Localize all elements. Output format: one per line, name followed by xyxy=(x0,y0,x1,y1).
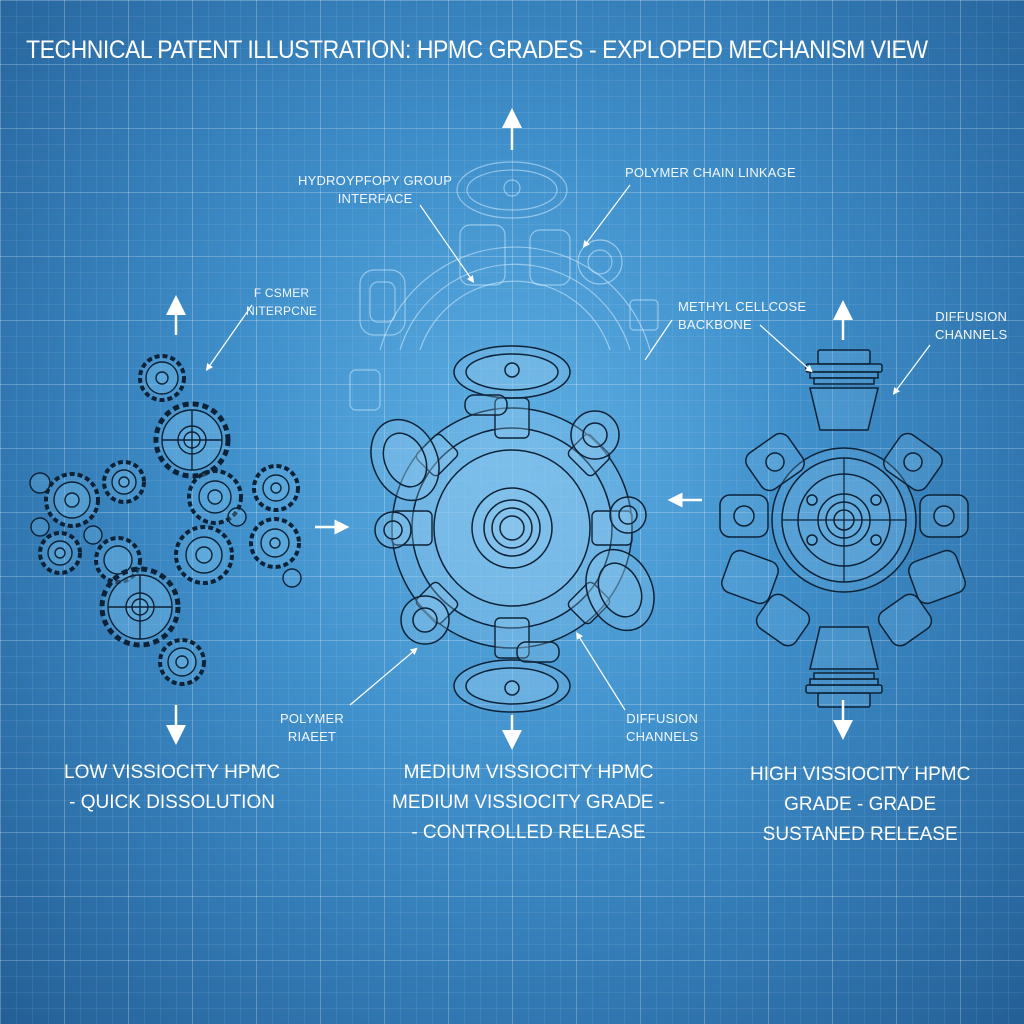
caption-line: SUSTANED RELEASE xyxy=(762,824,958,845)
callout-line: DIFFUSION xyxy=(626,711,699,726)
callout-line: CHANNELS xyxy=(626,729,699,744)
callout-line: HYDROYPFOPY GROUP xyxy=(298,173,453,188)
grade-caption-medium: MEDIUM VISSIOCITY HPMC MEDIUM VISSIOCITY… xyxy=(392,758,665,848)
callout-line: F CSMER xyxy=(253,286,310,300)
callout-line: METHYL CELLCOSE xyxy=(678,299,807,314)
callout-line: BACKBONE xyxy=(678,317,752,332)
radial-mechanism-icon xyxy=(370,345,655,713)
callout-line: DIFFUSION xyxy=(935,309,1008,324)
caption-line: LOW VISSIOCITY HPMC xyxy=(64,762,281,783)
callout-left-top: F CSMER NITERPCNE xyxy=(246,284,317,320)
radial-engine-icon xyxy=(719,349,969,708)
grade-caption-high: HIGH VISSIOCITY HPMC GRADE - GRADE SUSTA… xyxy=(750,760,970,850)
gear-cluster-icon xyxy=(29,354,302,686)
caption-line: MEDIUM VISSIOCITY HPMC xyxy=(403,762,654,783)
callout-line: INTERFACE xyxy=(337,191,413,206)
caption-line: - QUICK DISSOLUTION xyxy=(69,792,275,813)
callout-line: POLYMER xyxy=(280,711,345,726)
page-title: TECHNICAL PATENT ILLUSTRATION: HPMC GRAD… xyxy=(26,36,928,64)
callout-diffusion-bottom: DIFFUSION CHANNELS xyxy=(626,710,698,746)
callout-polymer-bottom: POLYMER RIAEET xyxy=(280,710,344,746)
arrows xyxy=(166,108,853,750)
ghost-mechanism-icon xyxy=(349,161,659,411)
caption-line: HIGH VISSIOCITY HPMC xyxy=(750,764,971,785)
callout-diffusion-right: DIFFUSION CHANNELS xyxy=(935,308,1007,344)
callout-line: NITERPCNE xyxy=(246,304,318,318)
callout-hydroxypropyl: HYDROYPFOPY GROUP INTERFACE xyxy=(298,172,452,208)
grade-caption-low: LOW VISSIOCITY HPMC - QUICK DISSOLUTION xyxy=(64,758,280,818)
callout-methyl-backbone: METHYL CELLCOSE BACKBONE xyxy=(678,298,806,334)
caption-line: MEDIUM VISSIOCITY GRADE - xyxy=(392,792,666,813)
caption-line: - CONTROLLED RELEASE xyxy=(411,822,646,843)
caption-line: GRADE - GRADE xyxy=(784,794,937,815)
callout-polymer-chain: POLYMER CHAIN LINKAGE xyxy=(625,164,796,182)
callout-line: POLYMER CHAIN LINKAGE xyxy=(625,165,796,180)
callout-line: CHANNELS xyxy=(935,327,1008,342)
callout-line: RIAEET xyxy=(287,729,337,744)
